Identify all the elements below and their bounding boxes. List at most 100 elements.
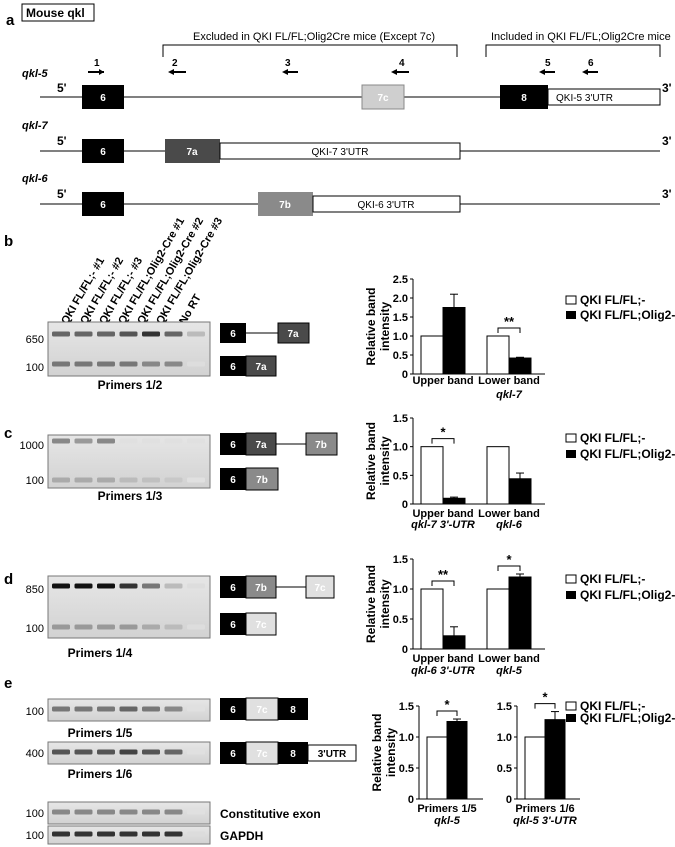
gel-band [187, 624, 205, 630]
significance-bracket [497, 327, 521, 333]
significance-bracket [431, 580, 455, 586]
svg-text:5': 5' [57, 134, 67, 148]
gel-band [164, 831, 183, 837]
primer-1: 1 [88, 58, 104, 75]
svg-text:3': 3' [662, 81, 672, 95]
isoform-qkl-5: qkl-5 5' 6 7c 8 QKI-5 3'UTR 3' [22, 68, 672, 110]
gel-band [142, 477, 160, 483]
gel-band [164, 331, 183, 337]
svg-text:7b: 7b [315, 440, 327, 451]
gel-e1: 100 Primers 1/5 [26, 698, 211, 740]
significance-bracket [431, 438, 455, 444]
bar-control [486, 588, 510, 650]
gel-band [97, 438, 115, 444]
y-tick-label: 1.5 [393, 413, 408, 425]
gel-b: 650 100 Primers 1/2 [26, 321, 211, 392]
gel-band [142, 438, 160, 444]
category-sublabel: qkl-5 3'-UTR [513, 815, 577, 827]
gel-band [142, 583, 160, 589]
bar-cko [508, 357, 532, 375]
y-tick-label: 0 [408, 794, 414, 806]
bar-cko [446, 721, 468, 800]
svg-text:7b: 7b [279, 200, 291, 211]
category-sublabel: qkl-6 3'-UTR [411, 665, 475, 677]
svg-text:4: 4 [399, 58, 405, 69]
bar-cko [442, 497, 466, 505]
gel-band [52, 477, 70, 483]
svg-text:6: 6 [100, 200, 106, 211]
svg-text:1: 1 [94, 58, 100, 69]
gel-band [97, 477, 115, 483]
gel-band [187, 706, 205, 712]
svg-text:QKI FL/FL;Olig2-Cre: QKI FL/FL;Olig2-Cre [580, 447, 675, 461]
svg-text:QKI FL/FL;Olig2-Cre: QKI FL/FL;Olig2-Cre [580, 588, 675, 602]
bar-cko [442, 307, 466, 375]
gel-band [119, 331, 138, 337]
significance-marker: * [444, 697, 450, 712]
gel-band [74, 831, 93, 837]
gel-band [119, 583, 138, 589]
panel-label-d: d [4, 571, 13, 588]
legend-c: QKI FL/FL;- QKI FL/FL;Olig2-Cre [565, 431, 675, 461]
gel-band [97, 583, 115, 589]
y-axis-label: Relative bandintensity [364, 565, 392, 643]
gel-band [164, 361, 183, 367]
y-tick-label: 1.5 [399, 701, 414, 713]
svg-text:100: 100 [26, 706, 44, 718]
primer-5: 5 [539, 58, 555, 75]
y-tick-label: 0.5 [399, 763, 414, 775]
significance-marker: * [440, 425, 446, 440]
svg-text:7a: 7a [186, 147, 198, 158]
svg-text:6: 6 [230, 475, 236, 486]
svg-text:6: 6 [100, 93, 106, 104]
category-label: Primers 1/5 [417, 803, 476, 815]
svg-text:6: 6 [588, 58, 594, 69]
gel-band [187, 583, 205, 589]
svg-text:6: 6 [230, 749, 236, 760]
svg-text:Primers 1/5: Primers 1/5 [68, 726, 133, 740]
significance-marker: ** [438, 567, 449, 582]
gel-band [74, 477, 93, 483]
legend-d: QKI FL/FL;- QKI FL/FL;Olig2-Cre [565, 572, 675, 602]
y-tick-label: 0 [402, 369, 408, 381]
bar-control [524, 736, 546, 800]
gel-band [119, 809, 138, 815]
svg-text:6: 6 [230, 440, 236, 451]
primer-6: 6 [582, 58, 598, 75]
significance-marker: * [542, 690, 548, 705]
gel-c-diagram: 6 7a 7b 6 7b [220, 432, 338, 491]
gel-band [164, 583, 183, 589]
svg-text:850: 850 [26, 584, 44, 596]
svg-text:GAPDH: GAPDH [220, 829, 263, 843]
y-tick-label: 0 [402, 644, 408, 656]
gel-band [187, 438, 205, 444]
gel-band [97, 624, 115, 630]
gel-band [74, 361, 93, 367]
gel-band [97, 331, 115, 337]
svg-text:100: 100 [26, 475, 44, 487]
y-axis-label: Relative bandintensity [370, 713, 398, 791]
y-tick-label: 1.0 [399, 732, 414, 744]
y-tick-label: 1.0 [393, 442, 408, 454]
gel-band [164, 438, 183, 444]
svg-text:7b: 7b [256, 475, 268, 486]
gel-band [187, 831, 205, 837]
gel-band [142, 361, 160, 367]
y-tick-label: 1.0 [393, 331, 408, 343]
gel-band [97, 361, 115, 367]
gel-band [142, 809, 160, 815]
excluded-label: Excluded in QKI FL/FL;Olig2Cre mice (Exc… [193, 31, 435, 43]
svg-text:QKI-7 3'UTR: QKI-7 3'UTR [312, 147, 369, 158]
gel-band [74, 624, 93, 630]
svg-text:QKI FL/FL;-: QKI FL/FL;- [580, 699, 645, 713]
category-sublabel: qkl-5 [496, 665, 523, 677]
svg-text:7c: 7c [256, 749, 268, 760]
category-sublabel: qkl-6 [496, 519, 523, 531]
category-label: Upper band [412, 508, 473, 520]
isoform-qkl-7: qkl-7 5' 6 7a QKI-7 3'UTR 3' [22, 120, 672, 163]
